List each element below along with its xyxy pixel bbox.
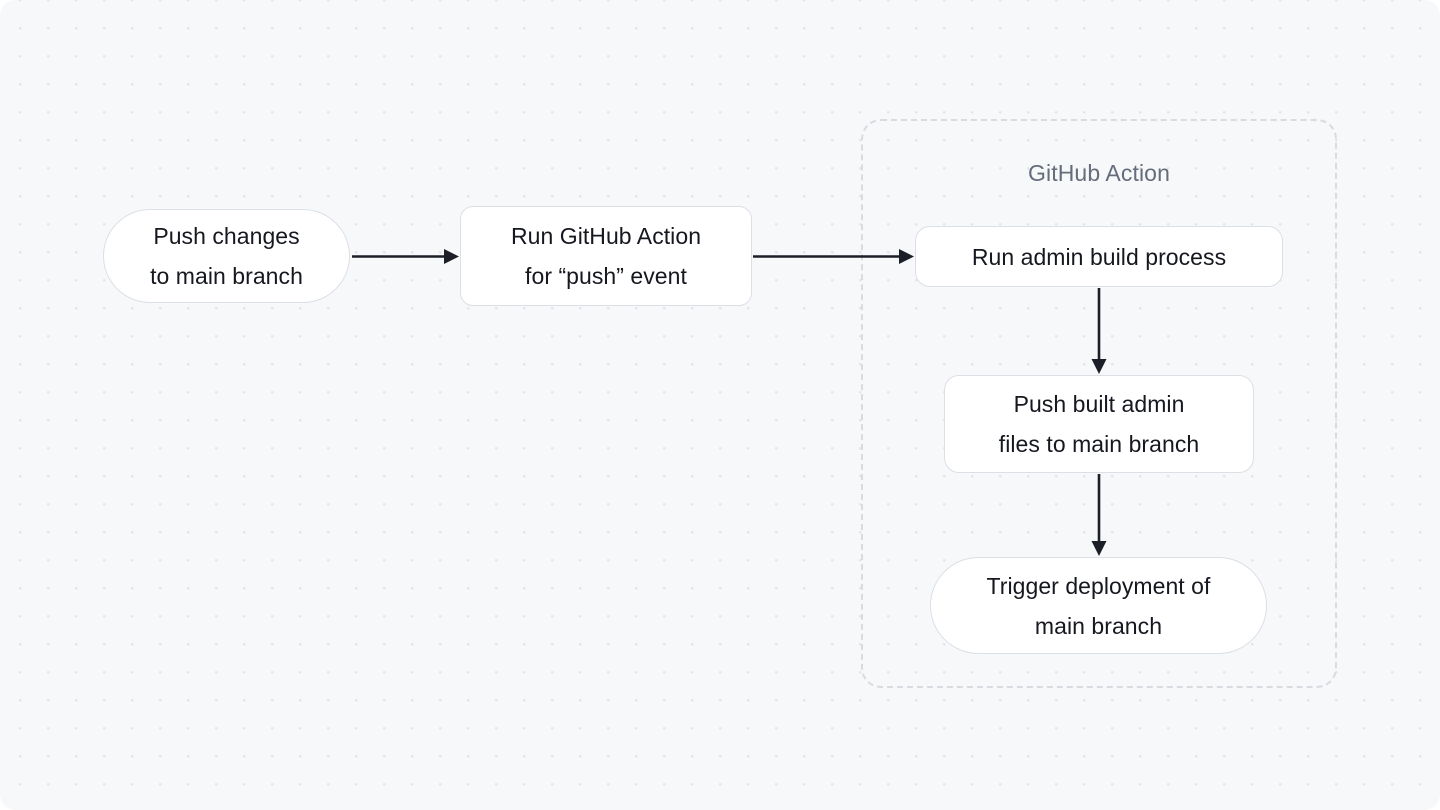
edge-push-changes-to-run-action xyxy=(352,249,459,264)
node-run-github-action[interactable]: Run GitHub Action for “push” event xyxy=(460,206,752,306)
node-trigger-deployment[interactable]: Trigger deployment of main branch xyxy=(930,557,1267,654)
group-container-github-action[interactable] xyxy=(861,119,1337,688)
node-label-run-github-action: Run GitHub Action for “push” event xyxy=(510,223,702,289)
node-push-built-admin-files[interactable]: Push built admin files to main branch xyxy=(944,375,1254,473)
group-title-github-action: GitHub Action xyxy=(1028,160,1170,186)
node-label-trigger-deployment: Trigger deployment of main branch xyxy=(986,572,1211,639)
node-label-push-built-admin-files: Push built admin files to main branch xyxy=(998,391,1200,457)
node-label-push-changes: Push changes to main branch xyxy=(150,223,303,289)
node-label-run-admin-build-process: Run admin build process xyxy=(971,243,1227,270)
node-push-changes[interactable]: Push changes to main branch xyxy=(103,209,350,303)
node-run-admin-build-process[interactable]: Run admin build process xyxy=(915,226,1283,287)
